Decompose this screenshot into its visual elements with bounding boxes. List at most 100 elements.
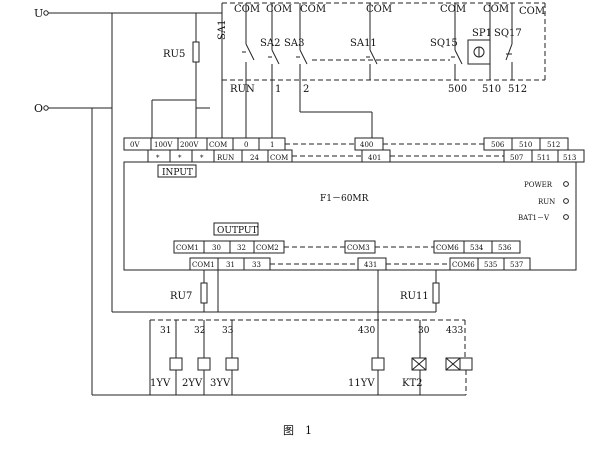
svg-text:1: 1 [270, 141, 274, 149]
svg-text:*: * [156, 154, 160, 162]
svg-text:*: * [200, 154, 204, 162]
output-row1: COM1 30 32 COM2 COM3 COM6 534 536 [173, 240, 521, 254]
battery-indicator-label: BAT1－V [518, 214, 550, 222]
coil-1yv-icon [169, 357, 183, 371]
battery-led-icon [563, 214, 569, 220]
svg-text:COM1: COM1 [192, 261, 215, 269]
load-num-33: 33 [222, 326, 234, 336]
com-label: COM [234, 4, 260, 15]
svg-text:COM: COM [270, 154, 288, 162]
fuse-ru11-icon [432, 282, 440, 304]
switch-sq17: SQ17 [494, 3, 522, 80]
load-num-32: 32 [194, 326, 205, 336]
fuse-ru5-label: RU5 [163, 49, 185, 60]
switch-sq15: SQ15 [430, 3, 463, 80]
load-1yv-label: 1YV [150, 378, 171, 389]
svg-text:SQ15: SQ15 [430, 38, 458, 49]
run-indicator-label: RUN [538, 198, 555, 206]
switch-sa2: SA2 [260, 3, 280, 80]
terminal-o-icon [43, 105, 49, 111]
svg-text:200V: 200V [180, 141, 199, 149]
switch-sp1: SP1 [467, 3, 492, 80]
svg-text:507: 507 [510, 154, 523, 162]
svg-text:SQ17: SQ17 [494, 28, 522, 39]
svg-text:536: 536 [498, 244, 512, 252]
svg-text:511: 511 [537, 154, 550, 162]
svg-text:510: 510 [519, 141, 532, 149]
supply-o-label: O [34, 102, 43, 115]
svg-text:SA2: SA2 [260, 38, 280, 49]
supply-u: U [34, 7, 222, 20]
num-512: 512 [508, 84, 527, 95]
plc-model: F1－60MR [320, 194, 369, 204]
svg-text:COM1: COM1 [176, 244, 199, 252]
load-3yv-label: 3YV [210, 378, 231, 389]
com-label: COM [300, 4, 326, 15]
svg-text:COM6: COM6 [436, 244, 459, 252]
com-label: COM [519, 6, 545, 17]
output-row2: COM1 31 33 431 COM6 535 537 [189, 257, 531, 271]
svg-text:COM3: COM3 [347, 244, 370, 252]
load-11yv-label: 11YV [348, 378, 375, 389]
num-510: 510 [482, 84, 501, 95]
load-kt2-label: KT2 [402, 378, 423, 389]
com-label: COM [440, 4, 466, 15]
svg-text:0: 0 [244, 141, 248, 149]
svg-text:COM2: COM2 [256, 244, 279, 252]
svg-text:0V: 0V [130, 141, 140, 149]
svg-text:401: 401 [368, 154, 381, 162]
svg-text:COM6: COM6 [452, 261, 475, 269]
load-num-31: 31 [160, 326, 171, 336]
svg-text:534: 534 [470, 244, 484, 252]
fuse-ru11-label: RU11 [400, 291, 429, 302]
svg-text:400: 400 [360, 141, 373, 149]
coil-3yv-icon [225, 357, 239, 371]
num-run: RUN [230, 84, 255, 95]
svg-text:506: 506 [491, 141, 505, 149]
svg-text:30: 30 [212, 244, 221, 252]
fuse-ru5-icon [192, 41, 200, 63]
fuse-ru7-label: RU7 [170, 291, 192, 302]
load-num-30: 30 [418, 326, 430, 336]
svg-text:SA1: SA1 [217, 20, 228, 40]
svg-text:31: 31 [226, 261, 235, 269]
com-label: COM [483, 4, 509, 15]
svg-text:24: 24 [250, 154, 259, 162]
com-label: COM [366, 4, 392, 15]
run-led-icon [563, 198, 569, 204]
power-led-icon [563, 181, 569, 187]
input-label: INPUT [162, 168, 193, 178]
coil-2yv-icon [197, 357, 211, 371]
input-row2: * * * RUN 24 COM 401 507 511 513 [147, 149, 585, 163]
input-row1: 0V 100V 200V COM 0 1 400 506 510 512 [123, 137, 569, 151]
switch-sa11: SA11 [350, 3, 378, 80]
switch-sa3: SA3 [284, 3, 308, 80]
svg-text:537: 537 [510, 261, 523, 269]
svg-text:33: 33 [252, 261, 261, 269]
svg-text:*: * [178, 154, 182, 162]
svg-text:SA11: SA11 [350, 38, 377, 49]
num-1: 1 [275, 84, 281, 95]
coil-11yv-icon [371, 357, 385, 371]
supply-u-label: U [34, 7, 43, 20]
output-label-box [213, 222, 259, 236]
svg-text:100V: 100V [154, 141, 173, 149]
figure-caption: 图 1 [283, 424, 312, 437]
timer-433-icon [445, 357, 473, 371]
terminal-u-icon [43, 10, 49, 16]
load-num-433: 433 [446, 326, 463, 336]
svg-text:535: 535 [484, 261, 497, 269]
load-2yv-label: 2YV [182, 378, 203, 389]
supply-o: O [34, 102, 112, 115]
timer-kt2-icon [411, 357, 427, 371]
svg-text:512: 512 [547, 141, 560, 149]
num-2: 2 [303, 84, 309, 95]
svg-text:513: 513 [563, 154, 576, 162]
input-label-box [157, 164, 197, 178]
svg-text:SP1: SP1 [472, 28, 492, 39]
output-label: OUTPUT [217, 226, 257, 236]
svg-text:SA3: SA3 [284, 38, 304, 49]
svg-text:RUN: RUN [217, 154, 234, 162]
